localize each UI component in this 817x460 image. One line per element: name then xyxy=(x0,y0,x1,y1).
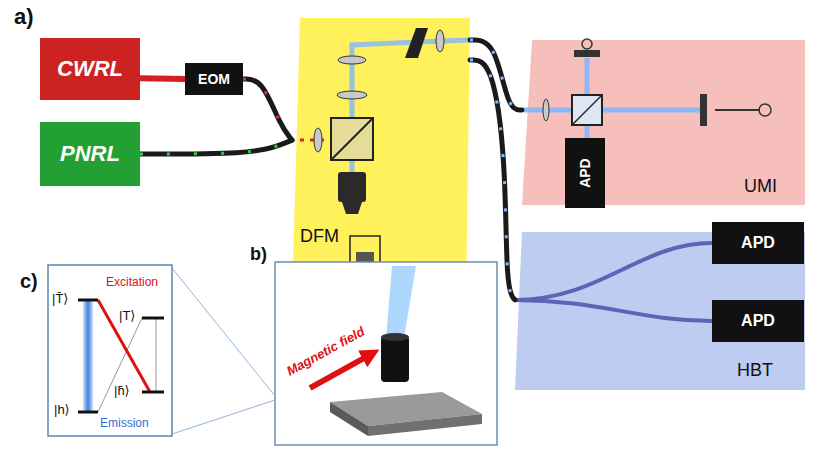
laser-box: PNRL xyxy=(40,122,140,186)
objective xyxy=(338,172,366,202)
mirror-stage xyxy=(715,109,760,111)
optical-fiber xyxy=(243,79,292,140)
umi-optics xyxy=(524,39,771,138)
state-label: |h̄⟩ xyxy=(114,384,130,399)
mirror xyxy=(405,28,428,58)
energy-level xyxy=(78,411,98,414)
fiber-core xyxy=(470,60,515,300)
mirror xyxy=(700,94,707,126)
energy-level xyxy=(142,391,164,394)
state-label: |h⟩ xyxy=(54,403,70,418)
panel-letter: c) xyxy=(20,270,38,293)
node-text: DFM xyxy=(300,226,339,247)
microscope-panel: DFM xyxy=(292,18,470,300)
node-text: APD xyxy=(741,312,775,330)
interferometer-panel: UMI APD xyxy=(522,40,805,205)
fiber-core xyxy=(140,140,292,154)
transition-label: Emission xyxy=(100,417,149,431)
node-text: PNRL xyxy=(60,141,120,166)
fiber-splitter xyxy=(515,243,712,321)
emission-band xyxy=(83,301,93,411)
dfm-panel xyxy=(292,18,470,300)
mirror xyxy=(574,50,600,57)
fiber-core xyxy=(140,75,185,82)
transition-label: Excitation xyxy=(106,276,158,290)
energy-level xyxy=(78,299,98,302)
mirror-mount xyxy=(582,39,592,49)
inset-c xyxy=(48,265,275,436)
blue-beam xyxy=(524,108,700,113)
detector-box: APD xyxy=(712,222,804,264)
inset-frame xyxy=(48,265,172,436)
objective xyxy=(342,202,362,214)
node-text: CWRL xyxy=(57,56,123,81)
detector-box: APD xyxy=(565,138,605,208)
leader-line xyxy=(172,400,275,434)
light-pulses xyxy=(243,79,292,140)
beam-splitter xyxy=(572,95,602,125)
objective xyxy=(381,336,409,382)
transition xyxy=(156,318,157,392)
correlator-panel: HBT APD APD xyxy=(515,232,805,390)
node-text: APD xyxy=(741,234,775,252)
sample xyxy=(356,252,374,262)
light-pulses xyxy=(140,140,292,154)
beam-splitter xyxy=(331,118,373,160)
detector-box: APD xyxy=(712,300,804,342)
optical-fiber xyxy=(140,140,292,154)
dfm-optics xyxy=(300,28,470,266)
lens xyxy=(543,99,549,121)
node-text: UMI xyxy=(744,176,777,197)
lens xyxy=(436,30,444,52)
node-text: EOM xyxy=(198,71,230,87)
light-cone xyxy=(386,266,416,338)
fiber-arm xyxy=(515,300,712,321)
mirror-stage xyxy=(759,104,771,116)
lens xyxy=(338,56,366,64)
chip xyxy=(368,414,482,436)
inset-frame xyxy=(275,262,497,445)
field-label: Magnetic field xyxy=(284,324,367,379)
energy-level xyxy=(142,317,164,320)
light-pulses xyxy=(470,60,515,300)
lens xyxy=(314,128,322,152)
fiber-arm xyxy=(515,243,712,300)
optical-fiber xyxy=(470,60,515,300)
beam-splitter xyxy=(331,118,373,160)
fiber-core xyxy=(243,79,292,140)
state-label: |T⟩ xyxy=(119,309,135,324)
leader-line xyxy=(172,268,275,396)
lens xyxy=(337,91,367,99)
beam-splitter xyxy=(572,95,602,125)
inset-b xyxy=(275,262,497,445)
node-text: HBT xyxy=(737,360,773,381)
excitation-line xyxy=(98,300,150,392)
modulator-box: EOM xyxy=(185,63,243,95)
chip xyxy=(330,402,368,436)
optical-fiber xyxy=(140,78,185,80)
state-label: |T̄⟩ xyxy=(52,292,68,307)
node-text: APD xyxy=(577,158,593,188)
panel-letter: b) xyxy=(250,244,267,265)
laser-box: CWRL xyxy=(40,38,140,100)
objective xyxy=(381,333,409,341)
panel-letter: a) xyxy=(14,4,34,29)
